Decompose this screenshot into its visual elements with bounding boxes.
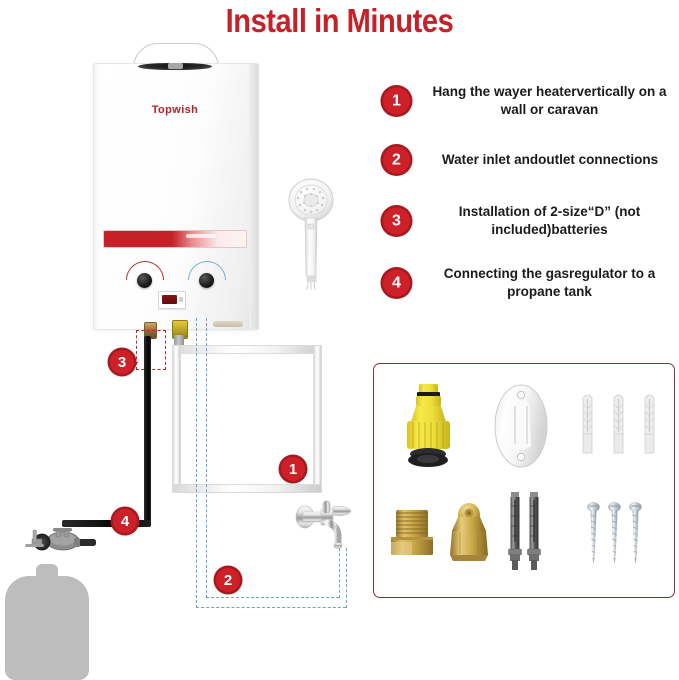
heater-left-edge (94, 64, 100, 329)
expansion-bolt-2 (526, 492, 542, 575)
heater-bottom-plate (213, 321, 243, 327)
cold-water-line-a (196, 318, 197, 608)
step-text-1: Hang the wayer heatervertically on a wal… (432, 83, 667, 117)
battery-bracket-right (165, 330, 166, 370)
step-item-2: 2 Water inlet andoutlet connections (380, 130, 679, 190)
screw-2 (608, 502, 621, 569)
step-badge-2: 2 (383, 146, 410, 174)
wall-anchor-1 (579, 392, 596, 459)
hot-water-pipe-left (172, 345, 181, 492)
heater-accent-stripe (103, 230, 247, 248)
step-text-2: Water inlet andoutlet connections (441, 151, 659, 167)
hose-connector-yellow (397, 382, 459, 477)
step-text-3: Installation of 2-size“D” (not included)… (458, 203, 641, 237)
lcd-display (158, 291, 186, 309)
temperature-knob[interactable] (137, 273, 152, 288)
water-outlet-neck (174, 335, 184, 347)
brass-flare-fitting (444, 501, 494, 568)
cold-water-inlet-marker: 2 (216, 568, 240, 592)
heater-body (93, 63, 259, 330)
step-badge-1: 1 (383, 87, 410, 115)
gas-regulator-marker: 4 (113, 509, 137, 533)
hot-water-pipe-right (313, 345, 322, 493)
wall-faucet (295, 495, 355, 557)
steps-list: 1 Hang the wayer heatervertically on a w… (380, 72, 679, 322)
faucet-graphic (295, 500, 352, 549)
step-item-4: 4 Connecting the gasregulator to a propa… (380, 252, 679, 314)
heater-right-edge (249, 64, 258, 329)
step-item-3: 3 Installation of 2-size“D” (not include… (380, 190, 679, 252)
shower-holder-graphic (494, 384, 548, 468)
wall-anchor-2 (610, 392, 627, 459)
tank-body (5, 576, 89, 680)
cold-water-line-d (206, 597, 339, 598)
heater-vent-tab (168, 63, 183, 69)
lcd-screen (161, 295, 177, 304)
battery-bracket-bottom (136, 369, 166, 370)
battery-bracket-top (136, 330, 166, 331)
screw-graphic (629, 502, 642, 564)
battery-compartment-marker: 3 (110, 350, 134, 374)
shower-head-graphic (288, 178, 334, 291)
expansion-bolt-graphic (508, 492, 522, 570)
gas-hose-horizontal (62, 520, 151, 527)
step-item-1: 1 Hang the wayer heatervertically on a w… (380, 72, 679, 130)
screw-3 (629, 502, 642, 569)
step-badge-4: 4 (383, 269, 410, 297)
hose-connector-graphic (407, 384, 450, 467)
screw-graphic (608, 502, 621, 564)
page-title: Install in Minutes (225, 2, 454, 39)
wall-anchor-3 (641, 392, 658, 459)
shower-head (287, 178, 335, 291)
wall-anchor-graphic (644, 394, 655, 454)
accessories-panel (373, 363, 675, 598)
step-text-4: Connecting the gasregulator to a propane… (443, 265, 656, 299)
water-flow-knob[interactable] (199, 273, 214, 288)
cold-water-riser-b (346, 548, 347, 608)
lcd-side-tab (179, 297, 183, 302)
brass-flare-graphic (450, 503, 488, 561)
brand-logo: Topwish (151, 104, 199, 116)
wall-anchor-graphic (613, 394, 624, 454)
cold-water-riser-a (339, 548, 340, 598)
battery-bracket-left (136, 330, 137, 370)
shower-head-holder (494, 384, 548, 474)
stripe-gloss (186, 234, 217, 238)
brass-nut-graphic (391, 510, 433, 555)
gas-regulator-graphic (25, 528, 96, 551)
wall-anchor-graphic (582, 394, 593, 454)
screw-1 (587, 502, 600, 569)
hot-water-pipe-top (172, 345, 322, 354)
cold-water-line-b (206, 318, 207, 598)
brass-fitting-nut (387, 504, 437, 567)
gas-regulator (22, 528, 96, 560)
expansion-bolt-graphic (527, 492, 541, 570)
cold-water-line-c (196, 607, 346, 608)
propane-tank (5, 558, 89, 680)
hot-water-outlet-marker: 1 (281, 457, 305, 481)
screw-graphic (587, 502, 600, 564)
water-heater-unit: Topwish (93, 43, 259, 330)
hot-water-pipe-bottom (172, 484, 322, 493)
expansion-bolt-1 (507, 492, 523, 575)
step-badge-3: 3 (383, 207, 410, 235)
gas-hose-vertical (144, 336, 151, 526)
